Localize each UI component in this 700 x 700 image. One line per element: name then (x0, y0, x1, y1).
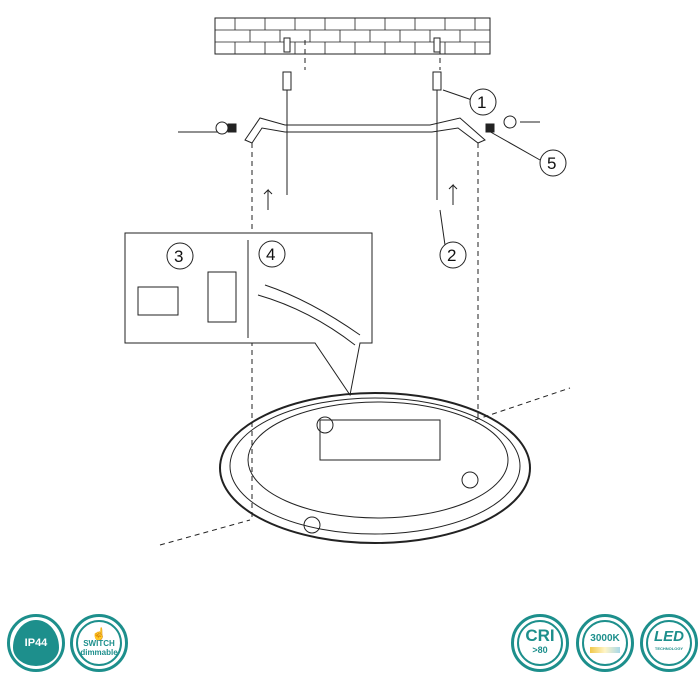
callout-5 (539, 149, 567, 177)
leader-lines (439, 89, 541, 246)
cri-label: CRI (525, 626, 555, 645)
ceiling-wall (214, 17, 491, 55)
color-scale-icon (590, 647, 620, 653)
light-fixture-base (219, 392, 531, 544)
detail-box (124, 232, 373, 397)
callout-5-label: 5 (547, 154, 556, 173)
hand-switch-icon: ☝ (91, 626, 107, 641)
callout-3 (166, 242, 194, 270)
cct-value: 3000K (590, 633, 620, 644)
callout-4-label: 4 (266, 245, 275, 264)
water-drop-icon: IP44 (13, 620, 59, 666)
mounting-bracket (244, 117, 486, 144)
switch-label: SWITCH (83, 638, 115, 648)
led-technology-label: TECHNOLOGY (654, 646, 684, 651)
callout-3-label: 3 (174, 247, 183, 266)
callout-4 (258, 240, 286, 268)
guide-lines (159, 40, 571, 546)
led-label: LED (654, 628, 684, 645)
callout-1 (469, 88, 497, 116)
callout-numbers (166, 88, 567, 270)
ip44-badge: IP44 (7, 614, 65, 672)
callout-1-label: 1 (477, 93, 486, 112)
callout-2 (439, 241, 467, 269)
cri-badge: CRI>80 (511, 614, 569, 672)
screws-and-anchors (178, 37, 540, 210)
callout-2-label: 2 (447, 246, 456, 265)
color-temperature-badge: 3000K (576, 614, 634, 672)
dimmable-label: dimmable (80, 647, 118, 657)
cri-value: >80 (532, 645, 548, 655)
ip-rating: IP44 (24, 637, 48, 649)
